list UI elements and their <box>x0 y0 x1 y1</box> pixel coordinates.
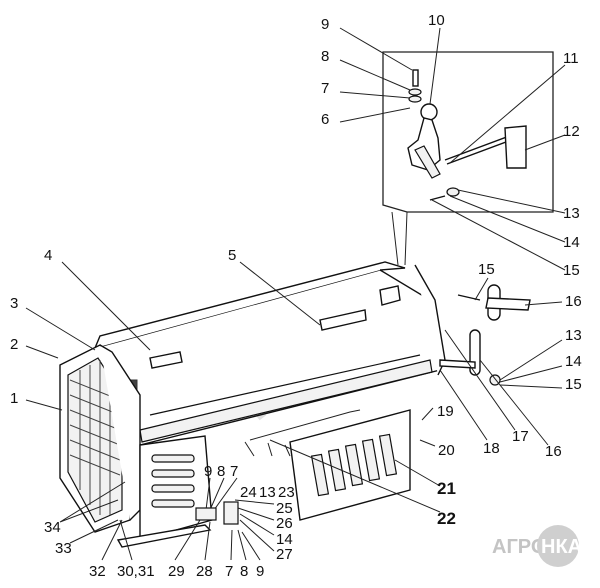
callout: 8 <box>321 48 329 65</box>
side-panel <box>116 435 213 548</box>
callout: 34 <box>44 519 61 536</box>
brackets <box>439 284 531 386</box>
callout: 13 <box>259 484 276 501</box>
callout: 9 <box>256 563 264 580</box>
callout: 19 <box>437 403 454 420</box>
callout: 7 <box>321 80 329 97</box>
callout: 9 <box>204 463 212 480</box>
logo-text-right: НКА <box>541 536 582 558</box>
callout: 8 <box>217 463 225 480</box>
callout: 17 <box>512 428 529 445</box>
callout: 3 <box>10 295 18 312</box>
callout: 30,31 <box>117 563 155 580</box>
callout: 15 <box>478 261 495 278</box>
bottom-panel <box>249 409 411 521</box>
callout: 9 <box>321 16 329 33</box>
callout: 7 <box>230 463 238 480</box>
callout: 33 <box>55 540 72 557</box>
callout: 21 <box>437 479 456 498</box>
callout: 32 <box>89 563 106 580</box>
callout: 11 <box>563 50 579 67</box>
callout: 14 <box>276 531 293 548</box>
callout-labels: 9 10 8 11 7 6 12 13 14 15 4 5 15 16 3 2 … <box>10 12 582 580</box>
callout: 1 <box>10 390 18 407</box>
callout: 28 <box>196 563 213 580</box>
detail-inset <box>382 51 554 266</box>
leader-lines <box>25 27 566 561</box>
callout: 15 <box>563 262 580 279</box>
agronka-logo: АГРО НКА <box>492 525 582 567</box>
callout: 26 <box>276 515 293 532</box>
callout: 23 <box>278 484 295 501</box>
callout: 25 <box>276 500 293 517</box>
callout: 16 <box>545 443 562 460</box>
callout: 15 <box>565 376 582 393</box>
callout: 29 <box>168 563 185 580</box>
callout: 24 <box>240 484 257 501</box>
callout: 8 <box>240 563 248 580</box>
callout: 4 <box>44 247 52 264</box>
callout: 18 <box>483 440 500 457</box>
callout: 16 <box>565 293 582 310</box>
callout: 2 <box>10 336 18 353</box>
callout: 12 <box>563 123 580 140</box>
callout: 6 <box>321 111 329 128</box>
callout: 22 <box>437 509 456 528</box>
callout: 10 <box>428 12 445 29</box>
logo-text-left: АГРО <box>492 536 546 558</box>
callout: 14 <box>565 353 582 370</box>
callout: 27 <box>276 546 293 563</box>
callout: 20 <box>438 442 455 459</box>
callout: 13 <box>563 205 580 222</box>
front-grille <box>59 344 141 533</box>
callout: 13 <box>565 327 582 344</box>
callout: 7 <box>225 563 233 580</box>
callout: 14 <box>563 234 580 251</box>
callout: 5 <box>228 247 236 264</box>
